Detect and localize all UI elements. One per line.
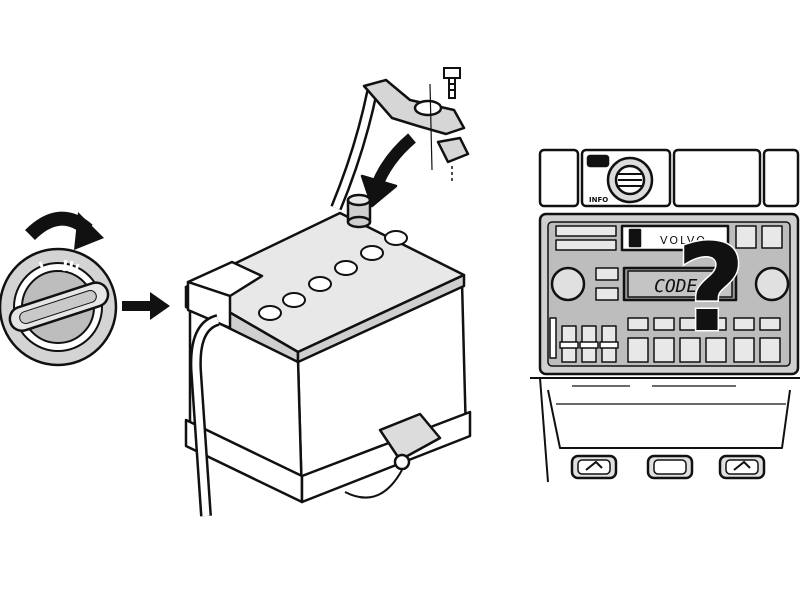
question-mark: ? <box>676 220 746 359</box>
radio-display-text: CODE <box>654 276 698 297</box>
radio-brand-text: VOLVO <box>660 234 707 247</box>
seat-heater-button-icon <box>570 454 766 480</box>
car-radio-icon <box>530 148 800 483</box>
rotate-arrow-icon <box>25 211 104 250</box>
battery-clamp-icon <box>330 78 470 211</box>
radio-info-label: INFO <box>589 196 608 204</box>
battery-icon <box>184 193 472 517</box>
pointer-arrow-icon <box>122 292 170 320</box>
bolt-icon <box>443 67 461 99</box>
ignition-key-icon <box>0 247 118 367</box>
